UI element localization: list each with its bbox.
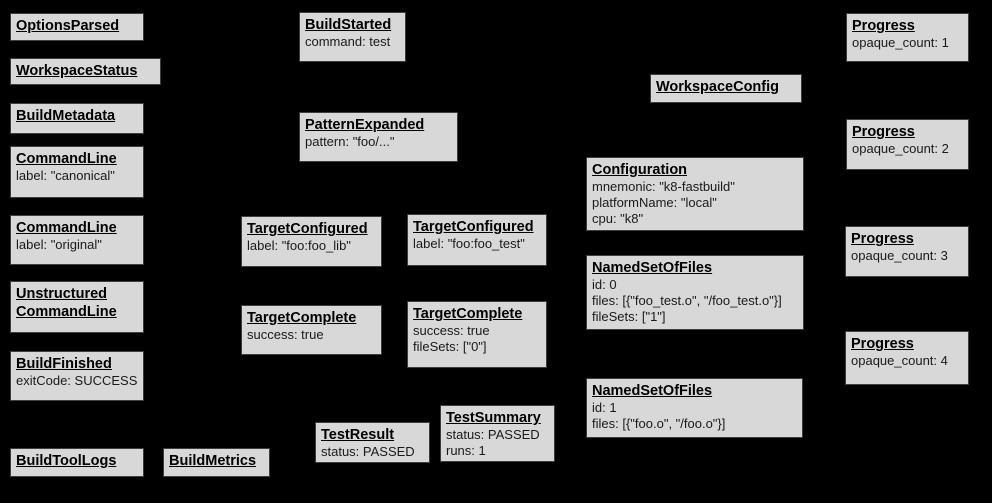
node-field: exitCode: SUCCESS bbox=[16, 373, 138, 388]
node-field: status: PASSED bbox=[321, 444, 415, 459]
node-title: Progress bbox=[852, 124, 915, 140]
node-field: cpu: "k8" bbox=[592, 211, 644, 226]
node-field: fileSets: ["1"] bbox=[592, 309, 666, 324]
node-title: TestResult bbox=[321, 427, 395, 443]
node-title: PatternExpanded bbox=[305, 117, 425, 133]
node-build-metrics: BuildMetrics bbox=[163, 448, 270, 477]
node-title: TargetComplete bbox=[247, 310, 357, 326]
node-field: fileSets: ["0"] bbox=[413, 339, 487, 354]
node-field: label: "foo:foo_lib" bbox=[247, 238, 351, 253]
node-title: Configuration bbox=[592, 162, 688, 178]
node-field: mnemonic: "k8-fastbuild" bbox=[592, 179, 735, 194]
node-title: CommandLine bbox=[16, 304, 117, 320]
node-title: WorkspaceStatus bbox=[16, 63, 138, 79]
node-title: Progress bbox=[851, 336, 914, 352]
node-title: WorkspaceConfig bbox=[656, 79, 780, 95]
node-field: label: "canonical" bbox=[16, 168, 115, 183]
node-field: opaque_count: 4 bbox=[851, 353, 948, 368]
node-title: BuildStarted bbox=[305, 17, 392, 33]
node-field: pattern: "foo/..." bbox=[305, 134, 395, 149]
node-field: success: true bbox=[413, 323, 490, 338]
node-title: OptionsParsed bbox=[16, 18, 120, 34]
node-title: BuildMetrics bbox=[169, 453, 257, 469]
node-field: runs: 1 bbox=[446, 443, 486, 458]
node-title: TargetComplete bbox=[413, 306, 523, 322]
node-field: files: [{"foo_test.o", "/foo_test.o"}] bbox=[592, 293, 782, 308]
node-title: CommandLine bbox=[16, 151, 117, 167]
node-title: TargetConfigured bbox=[247, 221, 368, 237]
node-title: NamedSetOfFiles bbox=[592, 260, 713, 276]
node-field: opaque_count: 3 bbox=[851, 248, 948, 263]
node-options-parsed: OptionsParsed bbox=[10, 13, 144, 41]
node-title: BuildMetadata bbox=[16, 108, 116, 124]
node-field: label: "original" bbox=[16, 237, 102, 252]
node-field: id: 1 bbox=[592, 400, 617, 415]
node-title: NamedSetOfFiles bbox=[592, 383, 713, 399]
node-title: CommandLine bbox=[16, 220, 117, 236]
node-field: status: PASSED bbox=[446, 427, 540, 442]
node-field: platformName: "local" bbox=[592, 195, 717, 210]
node-field: id: 0 bbox=[592, 277, 617, 292]
node-title: TestSummary bbox=[446, 410, 541, 426]
node-title: BuildFinished bbox=[16, 356, 112, 372]
node-workspace-status: WorkspaceStatus bbox=[10, 58, 161, 85]
node-field: opaque_count: 1 bbox=[852, 35, 949, 50]
node-title: Progress bbox=[851, 231, 914, 247]
node-title: Progress bbox=[852, 18, 915, 34]
node-field: opaque_count: 2 bbox=[852, 141, 949, 156]
node-field: label: "foo:foo_test" bbox=[413, 236, 525, 251]
node-field: success: true bbox=[247, 327, 324, 342]
node-title: BuildToolLogs bbox=[16, 453, 117, 469]
node-field: command: test bbox=[305, 34, 391, 49]
node-build-metadata: BuildMetadata bbox=[10, 103, 144, 134]
node-build-tool-logs: BuildToolLogs bbox=[10, 448, 144, 477]
node-workspace-config: WorkspaceConfig bbox=[650, 74, 802, 103]
node-title: Unstructured bbox=[16, 286, 108, 302]
node-title: TargetConfigured bbox=[413, 219, 534, 235]
node-field: files: [{"foo.o", "/foo.o"}] bbox=[592, 416, 726, 431]
